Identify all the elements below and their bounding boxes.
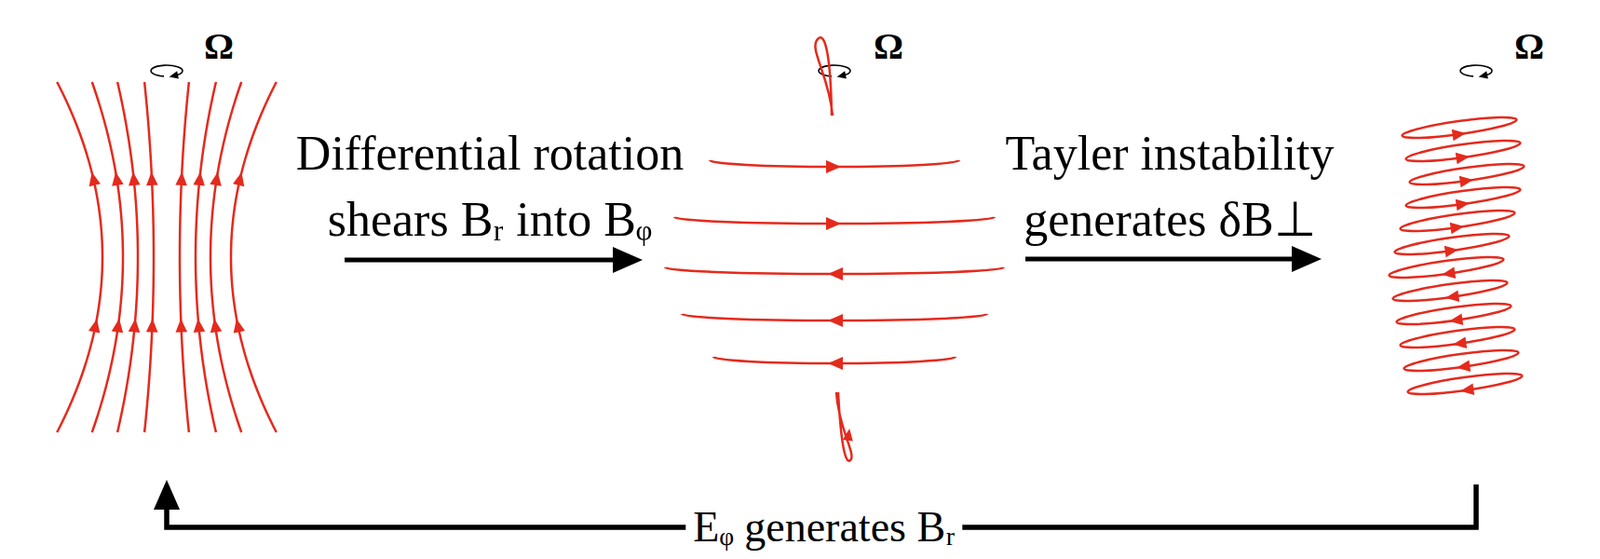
- rotation-axis: [165, 44, 169, 480]
- tayler-loop: [1399, 322, 1518, 357]
- field-arrowhead: [233, 318, 245, 333]
- rotation-arrowhead: [1478, 70, 1489, 79]
- field-arrowhead: [232, 172, 245, 187]
- tayler-loop-ring: [1392, 275, 1509, 305]
- field-arrowhead: [175, 172, 188, 187]
- edge-label: Differential rotation shears Bᵣ into Bᵩ: [271, 120, 709, 253]
- field-arrowhead: [1455, 360, 1471, 374]
- axis-arrowhead: [1469, 31, 1483, 47]
- field-arrowhead: [89, 172, 101, 187]
- poloidal-field-line: [144, 81, 154, 433]
- field-arrowhead: [210, 318, 222, 333]
- rotation-label: Ω: [203, 27, 234, 66]
- field-arrowhead: [111, 318, 123, 333]
- field-arrowhead: [128, 318, 141, 333]
- axis-arrowhead: [827, 31, 841, 47]
- field-arrowhead: [827, 267, 843, 281]
- field-arrowhead: [209, 172, 221, 187]
- sphere-node: Ω: [27, 117, 307, 397]
- field-arrowhead: [111, 172, 123, 187]
- poloidal-field-line: [195, 81, 217, 433]
- sphere-fill: [1338, 117, 1600, 394]
- tayler-loop: [1388, 252, 1506, 287]
- tayler-loop-ring: [1388, 252, 1506, 282]
- sphere-shape: [1338, 117, 1600, 394]
- field-arrowhead: [826, 160, 841, 174]
- field-arrowhead: [1444, 290, 1460, 304]
- field-arrowhead: [1444, 244, 1460, 258]
- edge-label-wrap: Differential rotation shears Bᵣ into Bᵩ: [271, 120, 709, 253]
- rotation-arrowhead: [837, 70, 847, 79]
- field-arrowhead: [193, 318, 206, 333]
- field-arrowhead: [1455, 150, 1471, 164]
- sphere-shape: [27, 117, 307, 397]
- tayler-loop-ring: [1396, 298, 1513, 328]
- tayler-loop-ring: [1409, 159, 1526, 189]
- tayler-loop: [1403, 345, 1521, 380]
- axial-field-loop: [836, 392, 852, 462]
- field-arrowhead: [192, 172, 205, 187]
- rotation-axis: [833, 44, 837, 475]
- sphere-fill: [27, 117, 307, 397]
- tayler-loop-ring: [1399, 322, 1517, 352]
- edge-label-wrap: Eᵩ generates Bᵣ: [685, 501, 963, 553]
- field-arrowhead: [1440, 267, 1456, 281]
- tayler-loop: [1392, 275, 1510, 311]
- cycle-arrow: [344, 257, 613, 263]
- tayler-loop-ring: [1401, 112, 1519, 142]
- tayler-loop-ring: [1399, 205, 1517, 235]
- rotation-label: Ω: [1514, 27, 1545, 66]
- tayler-loop-ring: [1403, 345, 1520, 375]
- tayler-loop-ring: [1407, 368, 1524, 398]
- axis-arrowhead: [160, 31, 174, 47]
- field-arrowhead: [842, 428, 854, 441]
- sphere-shape: [695, 114, 974, 393]
- sphere-fill: [695, 114, 974, 393]
- poloidal-field-line: [179, 81, 190, 433]
- tayler-loop-ring: [1405, 182, 1522, 212]
- field-arrowhead: [146, 318, 159, 333]
- edge-label: Tayler instability generates δB⊥: [950, 120, 1389, 253]
- field-arrowhead: [1448, 313, 1464, 327]
- rotation-label: Ω: [873, 27, 904, 66]
- field-arrowhead: [1451, 337, 1467, 351]
- field-arrowhead: [1459, 174, 1475, 188]
- tayler-loop: [1407, 368, 1525, 404]
- field-arrowhead: [176, 318, 189, 333]
- rotation-axis: [1475, 44, 1478, 480]
- poloidal-field-line: [117, 81, 138, 433]
- tayler-loop: [1405, 135, 1523, 171]
- poloidal-field-line: [210, 81, 242, 433]
- field-arrowhead: [1450, 220, 1465, 234]
- field-arrowhead: [827, 356, 843, 370]
- field-arrowhead: [826, 216, 841, 231]
- poloidal-field-line: [92, 81, 123, 433]
- tayler-loop-ring: [1405, 135, 1522, 165]
- edge-label-wrap: Tayler instability generates δB⊥: [950, 120, 1389, 253]
- edge-label: Eᵩ generates Bᵣ: [685, 501, 963, 553]
- poloidal-field-line: [230, 81, 277, 433]
- field-arrowhead: [1455, 197, 1471, 211]
- tayler-loop: [1401, 112, 1519, 148]
- tayler-loop-ring: [1394, 229, 1511, 258]
- field-arrowhead: [128, 172, 141, 187]
- field-arrowhead: [1459, 383, 1475, 397]
- field-arrowhead: [827, 313, 843, 327]
- axial-field-loop: [814, 37, 833, 116]
- field-arrowhead: [146, 172, 159, 187]
- sphere-node: Ω: [695, 114, 974, 393]
- tayler-loop: [1396, 298, 1514, 334]
- poloidal-field-line: [56, 81, 103, 433]
- field-arrowhead: [88, 318, 100, 333]
- cycle-arrow: [1025, 257, 1292, 262]
- field-arrowhead: [1451, 127, 1467, 141]
- rotation-arrowhead: [169, 70, 179, 79]
- sphere-node: Ω: [1338, 117, 1600, 394]
